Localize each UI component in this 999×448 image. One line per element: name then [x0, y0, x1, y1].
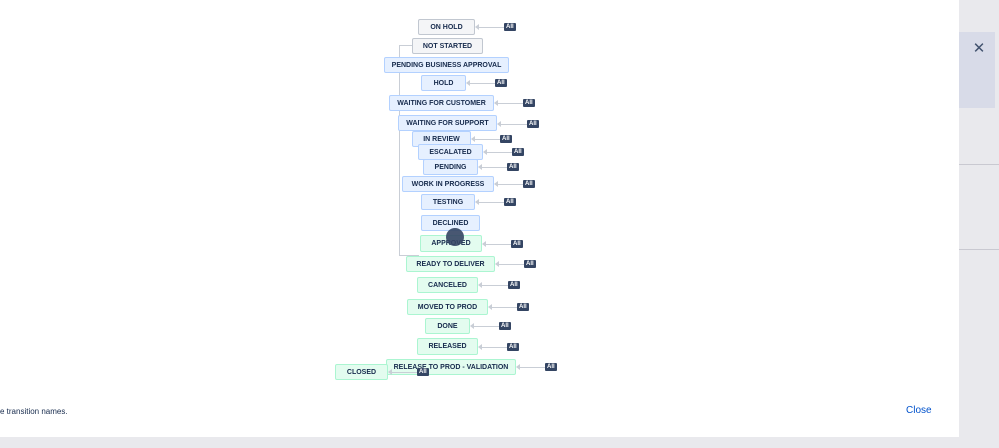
all-transition-badge[interactable]: All: [524, 260, 536, 268]
status-work-in-progress[interactable]: WORK IN PROGRESS: [402, 176, 494, 192]
status-ready-to-deliver[interactable]: READY TO DELIVER: [406, 256, 495, 272]
transition-arrow: [478, 202, 504, 203]
all-transition-badge[interactable]: All: [507, 163, 519, 171]
transition-arrow: [469, 83, 495, 84]
status-pending[interactable]: PENDING: [423, 159, 478, 175]
all-transition-badge[interactable]: All: [507, 343, 519, 351]
transition-arrow: [481, 167, 507, 168]
background-panel: [959, 32, 995, 108]
all-transition-badge[interactable]: All: [504, 198, 516, 206]
transition-arrow: [491, 307, 517, 308]
page-backdrop: [0, 437, 999, 448]
transition-arrowhead: [483, 149, 487, 155]
background-divider: [959, 164, 999, 165]
status-pending-business-approval[interactable]: PENDING BUSINESS APPROVAL: [384, 57, 509, 73]
all-transition-badge[interactable]: All: [527, 120, 539, 128]
status-moved-to-prod[interactable]: MOVED TO PROD: [407, 299, 488, 315]
status-waiting-for-customer[interactable]: WAITING FOR CUSTOMER: [389, 95, 494, 111]
background-divider: [959, 249, 999, 250]
status-done[interactable]: DONE: [425, 318, 470, 334]
transition-arrowhead: [475, 199, 479, 205]
all-transition-badge[interactable]: All: [545, 363, 557, 371]
transition-arrow: [391, 372, 417, 373]
transition-loop-line: [399, 255, 419, 256]
transition-arrowhead: [475, 24, 479, 30]
transition-arrowhead: [488, 304, 492, 310]
close-icon[interactable]: ✕: [972, 40, 986, 57]
transition-arrow: [481, 347, 507, 348]
status-canceled[interactable]: CANCELED: [417, 277, 478, 293]
transition-loop-line: [399, 45, 400, 256]
transition-arrowhead: [495, 261, 499, 267]
transition-arrow: [500, 124, 527, 125]
transition-arrowhead: [470, 323, 474, 329]
all-transition-badge[interactable]: All: [495, 79, 507, 87]
transition-arrowhead: [494, 181, 498, 187]
transition-arrowhead: [516, 364, 520, 370]
transition-arrowhead: [482, 241, 486, 247]
workflow-diagram: ON HOLD NOT STARTED PENDING BUSINESS APP…: [335, 19, 557, 380]
all-transition-badge[interactable]: All: [517, 303, 529, 311]
transition-arrow: [485, 244, 511, 245]
all-transition-badge[interactable]: All: [508, 281, 520, 289]
transition-arrow: [497, 184, 523, 185]
status-escalated[interactable]: ESCALATED: [418, 144, 483, 160]
status-waiting-for-support[interactable]: WAITING FOR SUPPORT: [398, 115, 497, 131]
transition-loop-line: [399, 45, 412, 46]
transition-arrowhead: [471, 136, 475, 142]
transition-arrow: [478, 27, 504, 28]
transition-arrow: [519, 367, 545, 368]
status-released[interactable]: RELEASED: [417, 338, 478, 355]
transition-arrowhead: [466, 80, 470, 86]
all-transition-badge[interactable]: All: [523, 180, 535, 188]
status-hold[interactable]: HOLD: [421, 75, 466, 91]
all-transition-badge[interactable]: All: [500, 135, 512, 143]
transition-arrowhead: [478, 164, 482, 170]
status-in-review[interactable]: IN REVIEW: [412, 131, 471, 147]
transition-arrow: [474, 139, 500, 140]
transition-arrowhead: [497, 121, 501, 127]
transition-arrow: [473, 326, 499, 327]
transition-arrow: [497, 103, 523, 104]
transition-arrowhead: [478, 282, 482, 288]
status-not-started[interactable]: NOT STARTED: [412, 38, 483, 54]
transition-arrow: [481, 285, 508, 286]
all-transition-badge[interactable]: All: [499, 322, 511, 330]
all-transition-badge[interactable]: All: [512, 148, 524, 156]
transition-arrow: [498, 264, 524, 265]
status-testing[interactable]: TESTING: [421, 194, 475, 210]
transition-names-hint: e transition names.: [0, 407, 68, 416]
transition-arrowhead: [388, 369, 392, 375]
all-transition-badge[interactable]: All: [511, 240, 523, 248]
workflow-dialog: ON HOLD NOT STARTED PENDING BUSINESS APP…: [0, 19, 932, 416]
all-transition-badge[interactable]: All: [523, 99, 535, 107]
transition-arrow: [486, 152, 512, 153]
transition-arrowhead: [478, 344, 482, 350]
all-transition-badge[interactable]: All: [504, 23, 516, 31]
transition-arrowhead: [494, 100, 498, 106]
status-closed[interactable]: CLOSED: [335, 364, 388, 380]
all-transition-badge[interactable]: All: [417, 368, 429, 376]
close-button[interactable]: Close: [906, 405, 932, 416]
mouse-cursor-indicator: [446, 228, 464, 246]
status-on-hold[interactable]: ON HOLD: [418, 19, 475, 35]
